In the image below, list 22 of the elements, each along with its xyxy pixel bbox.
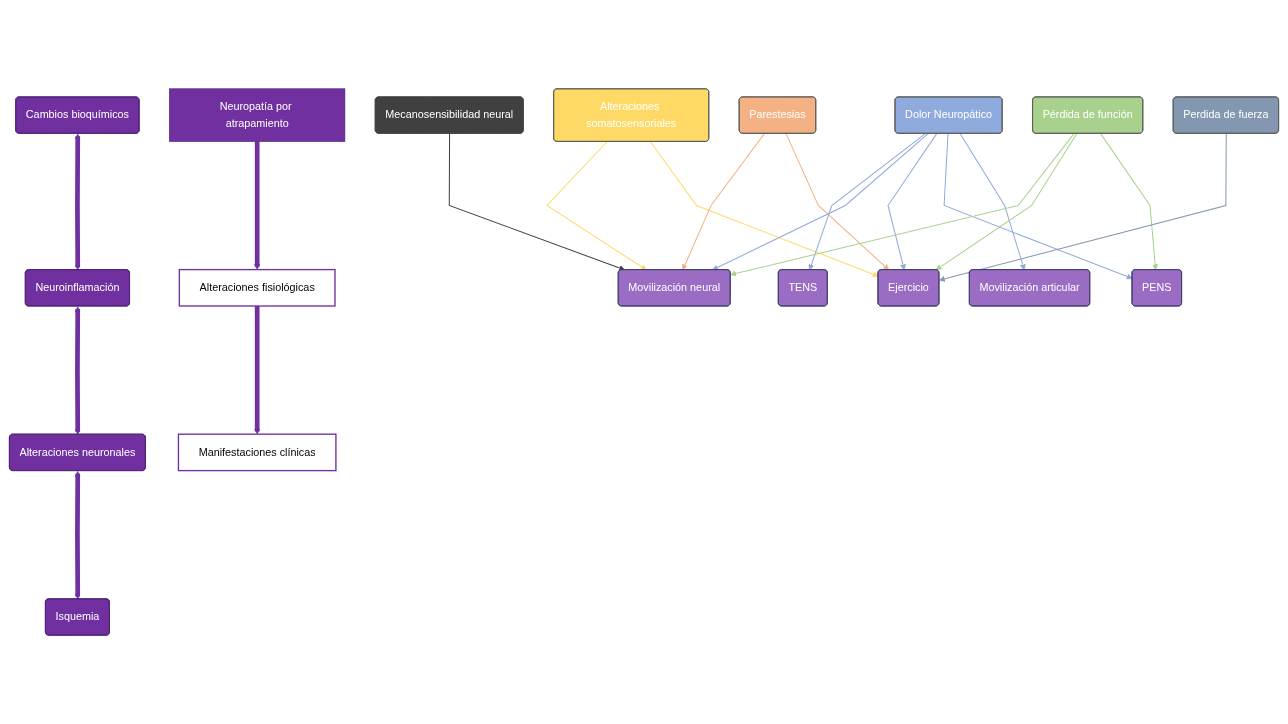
arrow [546, 141, 647, 271]
arrow [943, 133, 1133, 280]
arrow [935, 133, 1078, 271]
arrow [448, 133, 626, 271]
arrow [808, 133, 926, 271]
arrow [74, 470, 81, 600]
arrow [887, 133, 938, 271]
node-box: Manifestaciones clínicas [177, 433, 337, 472]
arrow [785, 133, 890, 271]
arrow [712, 133, 929, 271]
arrow [74, 133, 81, 271]
arrow [650, 141, 879, 278]
arrow [254, 141, 261, 270]
arrow [74, 306, 81, 435]
arrow [254, 306, 261, 435]
arrow [939, 133, 1227, 282]
node-box: Neuropatía por atrapamiento [169, 88, 346, 142]
arrow [730, 133, 1075, 277]
node-box: Alteraciones fisiológicas [178, 268, 336, 307]
arrow [682, 133, 765, 271]
arrow [1100, 133, 1159, 271]
arrow [959, 133, 1026, 271]
